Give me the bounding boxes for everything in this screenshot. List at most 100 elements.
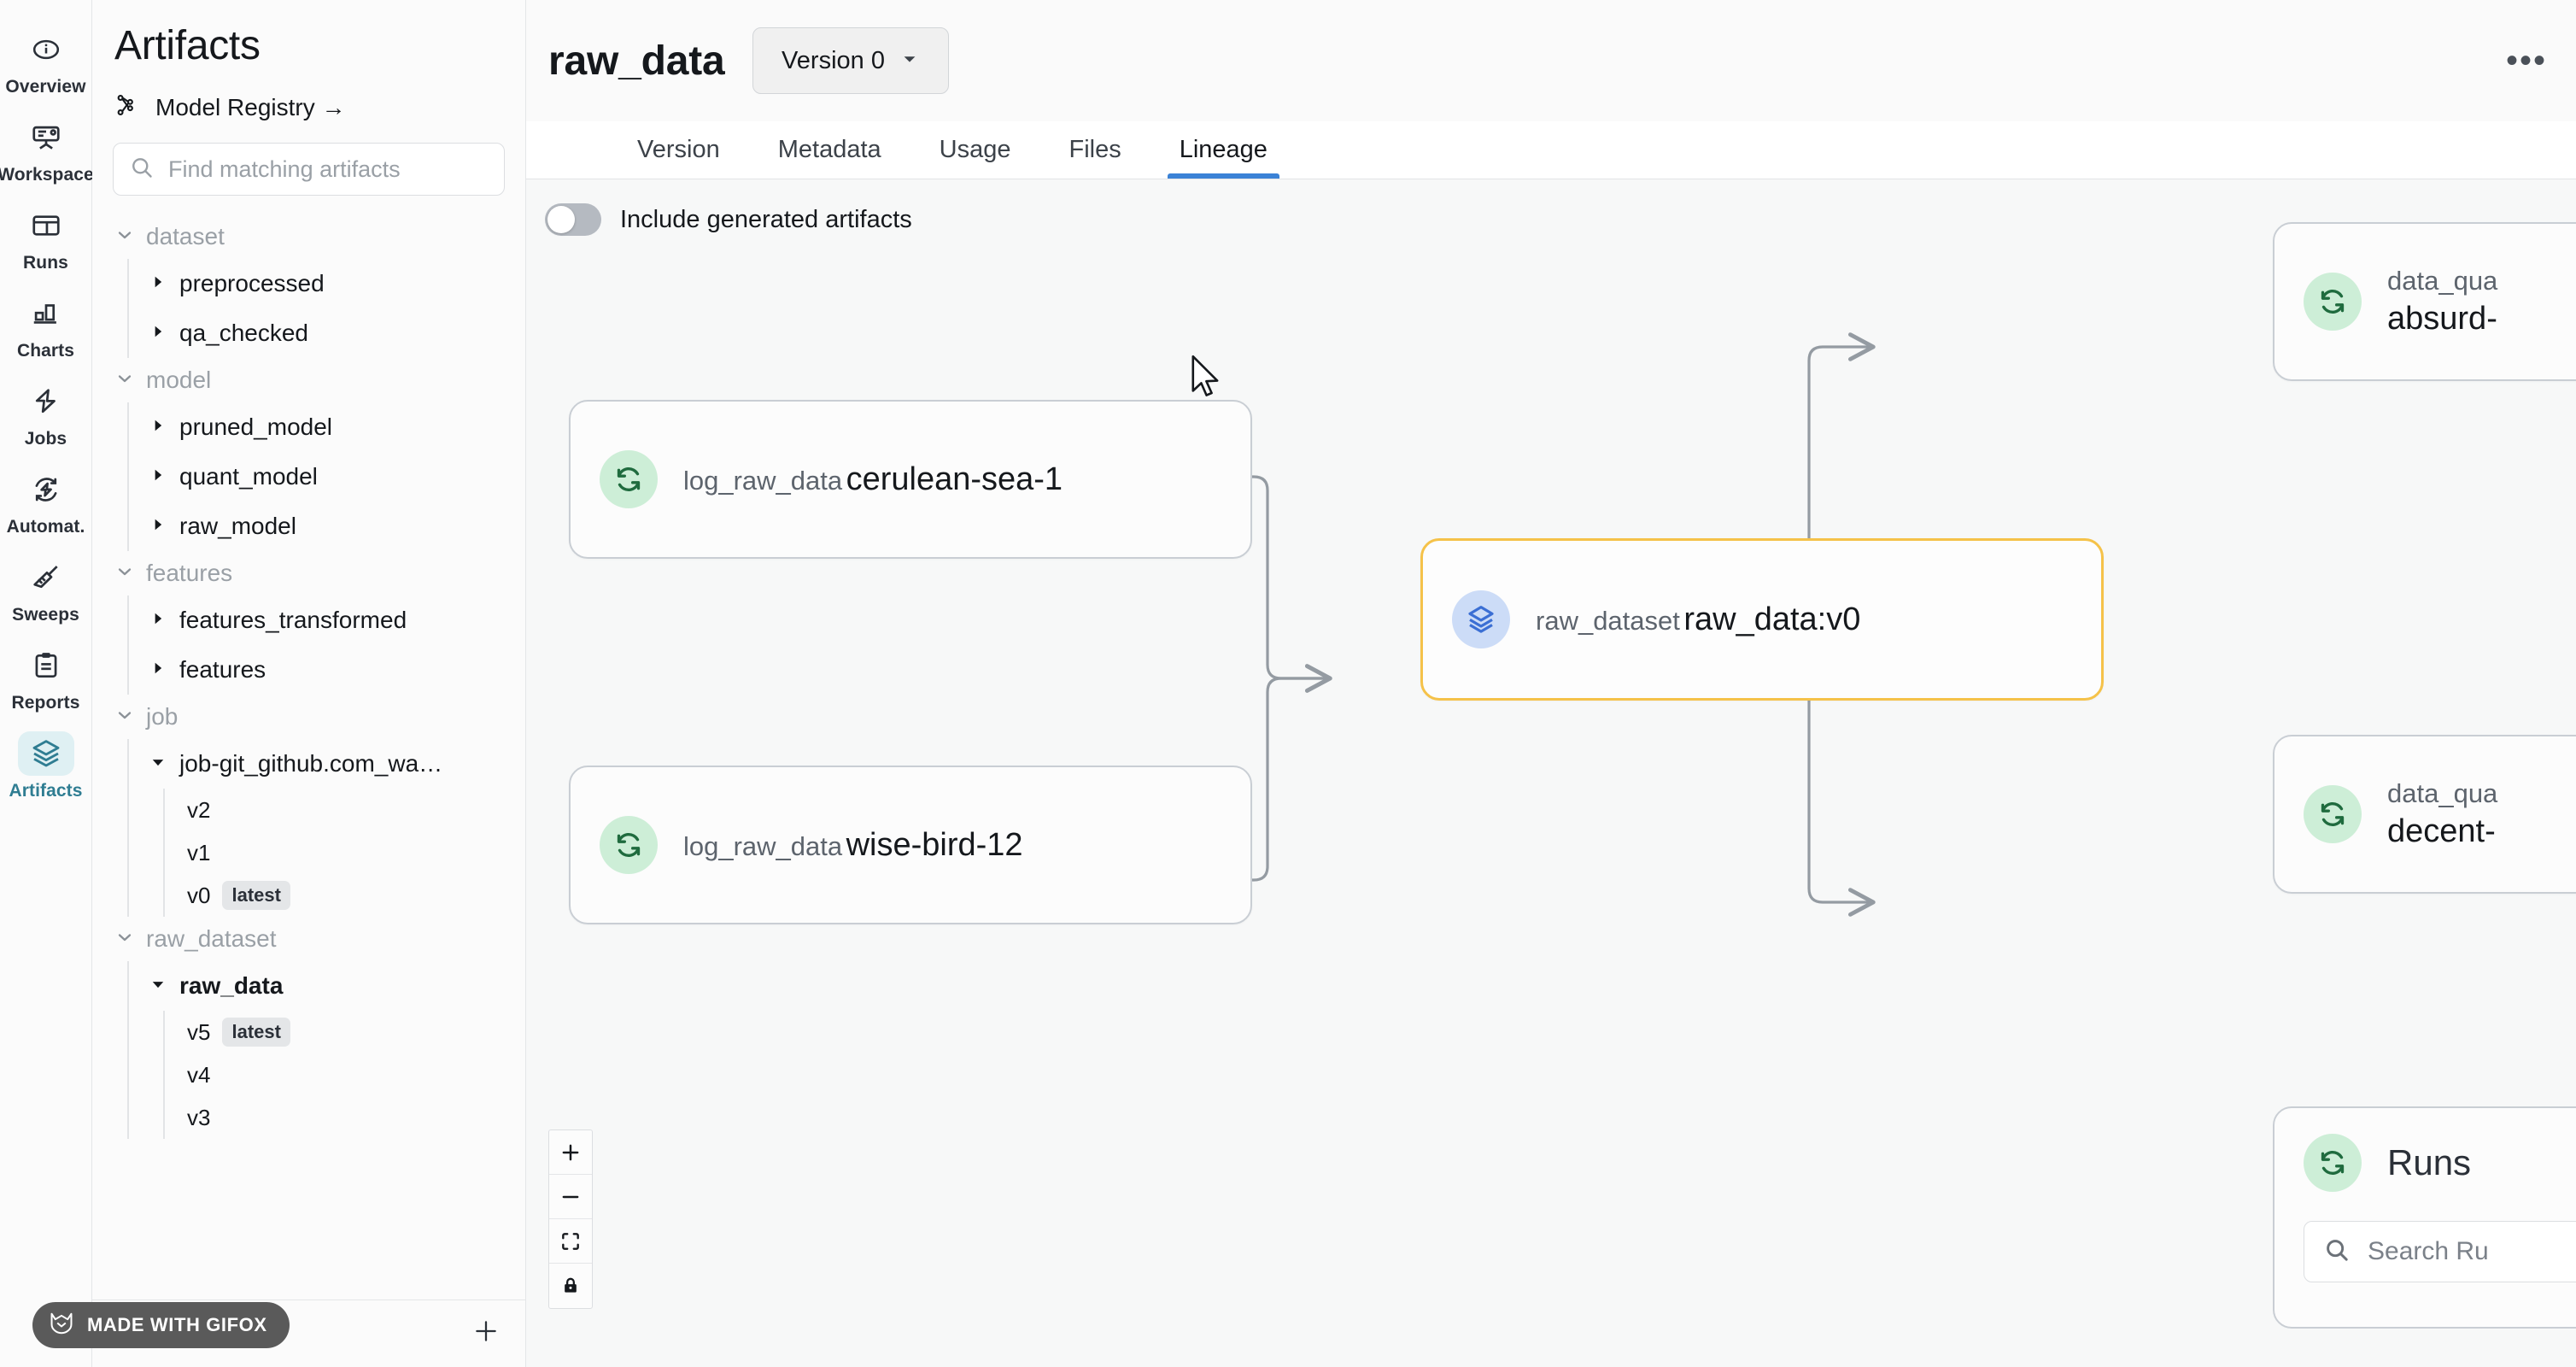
model-registry-link[interactable]: Model Registry → [92,70,525,124]
tree-group-header-features[interactable]: features [114,551,525,595]
tree-version-v2[interactable]: v2 [187,789,525,831]
runs-search-placeholder: Search Ru [2368,1237,2489,1265]
page-title: Artifacts [114,23,261,68]
run-refresh-icon [2304,273,2362,331]
gifox-label: MADE WITH GIFOX [87,1314,267,1335]
zoom-controls [548,1129,593,1309]
tree-item-quant_model[interactable]: quant_model [149,452,525,502]
tree-item-preprocessed[interactable]: preprocessed [149,259,525,308]
rail-item-workspace[interactable]: Workspace [0,107,94,191]
lineage-canvas[interactable]: Include generated artifacts [526,179,2576,1367]
zoom-out-button[interactable] [549,1175,592,1219]
rail-item-artifacts[interactable]: Artifacts [2,723,91,807]
search-input[interactable] [168,155,489,183]
search-icon [129,155,155,185]
lineage-node-run-cerulean[interactable]: log_raw_data cerulean-sea-1 [569,400,1252,559]
tab-lineage[interactable]: Lineage [1150,121,1297,179]
lineage-node-run-absurd[interactable]: data_qua absurd- [2273,222,2576,381]
tree-group-label: features [146,560,233,586]
runs-search-field[interactable]: Search Ru [2304,1221,2576,1282]
tree-item-raw_model[interactable]: raw_model [149,502,525,551]
lineage-node-run-decent[interactable]: data_qua decent- [2273,735,2576,894]
bolt-icon [18,379,74,424]
tree-group: features features_transformed features [114,551,525,695]
tree-item-job-git_github.com_wa…[interactable]: job-git_github.com_wa… [149,739,525,789]
include-generated-toggle-row: Include generated artifacts [545,203,912,236]
tree-group: dataset preprocessed qa_checked [114,214,525,358]
lineage-graph: log_raw_data cerulean-sea-1 log_raw_data… [526,179,2576,1367]
caret-right-icon [149,323,167,344]
lineage-node-subtitle: data_qua [2387,266,2498,296]
info-circle-icon [18,27,74,72]
tree-item-pruned_model[interactable]: pruned_model [149,402,525,452]
rail-item-automations[interactable]: Automat. [2,459,91,543]
rail-label-charts: Charts [16,341,75,361]
version-select[interactable]: Version 0 [752,27,949,94]
chevron-down-icon [114,368,135,393]
lineage-node-title: absurd- [2387,301,2497,337]
tree-item-label: pruned_model [179,414,333,440]
chevron-down-icon [114,561,135,586]
tree-group-header-dataset[interactable]: dataset [114,214,525,259]
tab-files[interactable]: Files [1068,136,1121,163]
workspace-icon [18,115,74,160]
lineage-node-subtitle: raw_dataset [1536,606,1680,636]
gifox-watermark: MADE WITH GIFOX [32,1302,290,1348]
rail-item-charts[interactable]: Charts [2,283,91,367]
tree-item-qa_checked[interactable]: qa_checked [149,308,525,358]
lineage-node-title: wise-bird-12 [846,827,1023,863]
tree-item-label: raw_data [179,972,284,999]
tab-metadata[interactable]: Metadata [777,136,881,163]
tree-version-label: v3 [187,1104,211,1130]
zoom-in-button[interactable] [549,1130,592,1175]
tree-version-label: v4 [187,1061,211,1088]
tree-group: model pruned_model quant_model raw_model [114,358,525,551]
tree-item-features[interactable]: features [149,645,525,695]
tree-group-header-model[interactable]: model [114,358,525,402]
tab-usage[interactable]: Usage [939,136,1011,163]
chevron-down-icon [900,50,919,73]
lineage-node-run-wisebird[interactable]: log_raw_data wise-bird-12 [569,766,1252,924]
tree-group-children: pruned_model quant_model raw_model [127,402,525,551]
add-artifact-button[interactable] [465,1312,506,1353]
search-icon [2323,1236,2351,1268]
tree-item-label: features [179,656,266,683]
chevron-down-icon [114,927,135,952]
chevron-down-icon [114,705,135,730]
tab-version[interactable]: Version [637,136,720,163]
tree-version-v3[interactable]: v3 [187,1096,525,1139]
overflow-menu-button[interactable]: ••• [2505,42,2547,79]
artifacts-sidebar: Artifacts Model Registry → dataset [92,0,526,1367]
rail-item-jobs[interactable]: Jobs [2,371,91,455]
include-generated-toggle[interactable] [545,203,601,236]
fit-view-button[interactable] [549,1219,592,1264]
rail-item-reports[interactable]: Reports [2,635,91,719]
lineage-node-subtitle: log_raw_data [683,831,843,861]
tree-item-features_transformed[interactable]: features_transformed [149,595,525,645]
rail-item-overview[interactable]: Overview [2,19,91,103]
tree-version-label: v1 [187,839,211,865]
run-refresh-icon [600,450,658,508]
tree-item-raw_data[interactable]: raw_data [149,961,525,1011]
tree-version-label: v0 [187,882,211,908]
automation-icon [18,467,74,512]
rail-item-runs[interactable]: Runs [2,195,91,279]
artifact-search[interactable] [113,143,505,196]
runs-panel[interactable]: Runs Search Ru [2273,1106,2576,1329]
tree-group-header-job[interactable]: job [114,695,525,739]
caret-right-icon [149,466,167,488]
lock-button[interactable] [549,1264,592,1308]
tree-version-v1[interactable]: v1 [187,831,525,874]
tree-group-header-raw_dataset[interactable]: raw_dataset [114,917,525,961]
rail-item-sweeps[interactable]: Sweeps [2,547,91,631]
tree-version-label: v2 [187,796,211,823]
lineage-node-art-rawdata[interactable]: raw_dataset raw_data:v0 [1420,538,2104,701]
tree-group-label: job [146,703,179,730]
tree-version-v4[interactable]: v4 [187,1053,525,1096]
